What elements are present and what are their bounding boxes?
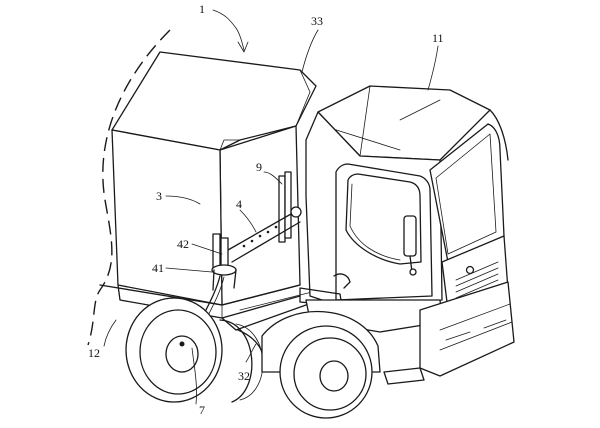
label-12: 12	[88, 346, 100, 360]
label-32: 32	[238, 369, 250, 383]
break-line	[87, 29, 171, 346]
windshield	[429, 123, 505, 263]
cab-door	[335, 163, 433, 301]
cargo-body	[87, 29, 317, 346]
front-bumper	[419, 281, 515, 377]
body-side-face	[111, 129, 223, 306]
label-1: 1	[199, 2, 205, 16]
rod-dots	[242, 225, 278, 248]
cab	[299, 85, 515, 385]
label-9: 9	[256, 160, 262, 174]
reference-labels: 1 33 11 9 3 4 42 41 12 32 7	[88, 2, 444, 417]
rear-chassis	[125, 289, 321, 403]
label-3: 3	[156, 189, 162, 203]
label-7: 7	[199, 403, 205, 417]
label-11: 11	[432, 31, 444, 45]
label-42: 42	[177, 237, 189, 251]
label-4: 4	[236, 197, 242, 211]
front-grille	[455, 261, 499, 299]
label-41: 41	[152, 261, 164, 275]
door-window	[345, 173, 422, 265]
label-33: 33	[311, 14, 323, 28]
leader-lines	[103, 9, 439, 405]
side-mirror	[403, 215, 417, 257]
front-wheel	[261, 310, 381, 419]
